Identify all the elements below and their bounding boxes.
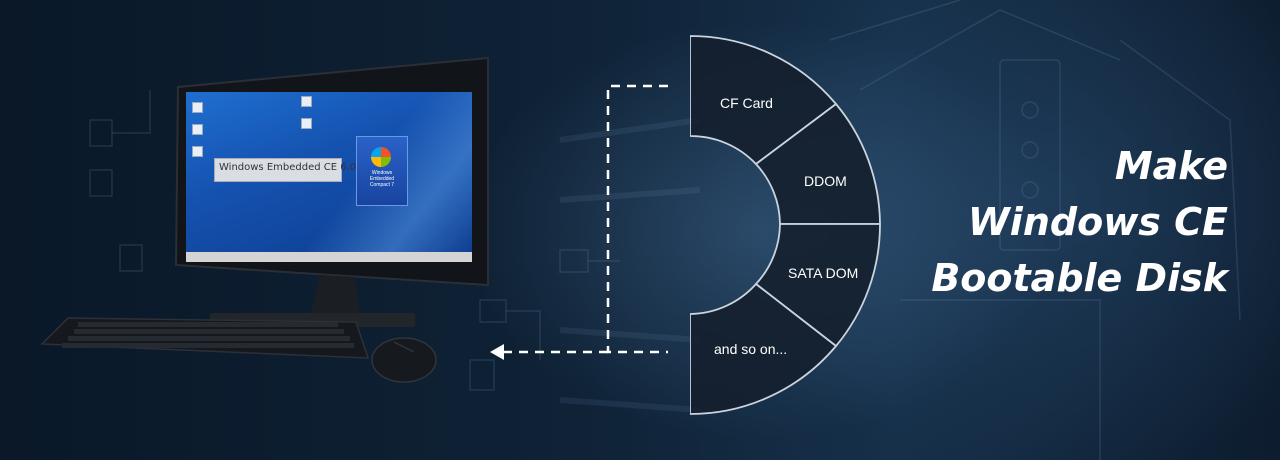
title-line-1: Make (1114, 144, 1228, 188)
storage-label-and-so-on: and so on... (714, 341, 787, 357)
storage-label-sata-dom: SATA DOM (788, 265, 858, 281)
title-line-2: Windows CE (967, 200, 1228, 244)
windows-compact-box: Windows Embedded Compact 7 (356, 136, 408, 206)
segment-cf-card (690, 35, 838, 166)
mouse-icon (371, 337, 437, 383)
segment-and-so-on (690, 282, 838, 415)
storage-label-cf-card: CF Card (720, 95, 773, 111)
windows-ce-banner: Windows Embedded CE 6.0 (214, 158, 356, 182)
keyboard-icon (40, 317, 370, 359)
keyboard-and-mouse (40, 317, 437, 383)
storage-types-ring: CF Card DDOM SATA DOM and so on... (690, 35, 881, 415)
windows-logo-icon (371, 147, 391, 167)
page-title: Make Windows CE Bootable Disk (931, 138, 1228, 306)
monitor-screen: Windows Embedded CE 6.0 Windows Embedded… (186, 92, 472, 262)
taskbar (186, 252, 472, 262)
title-line-3: Bootable Disk (931, 256, 1228, 300)
storage-label-ddom: DDOM (804, 173, 847, 189)
